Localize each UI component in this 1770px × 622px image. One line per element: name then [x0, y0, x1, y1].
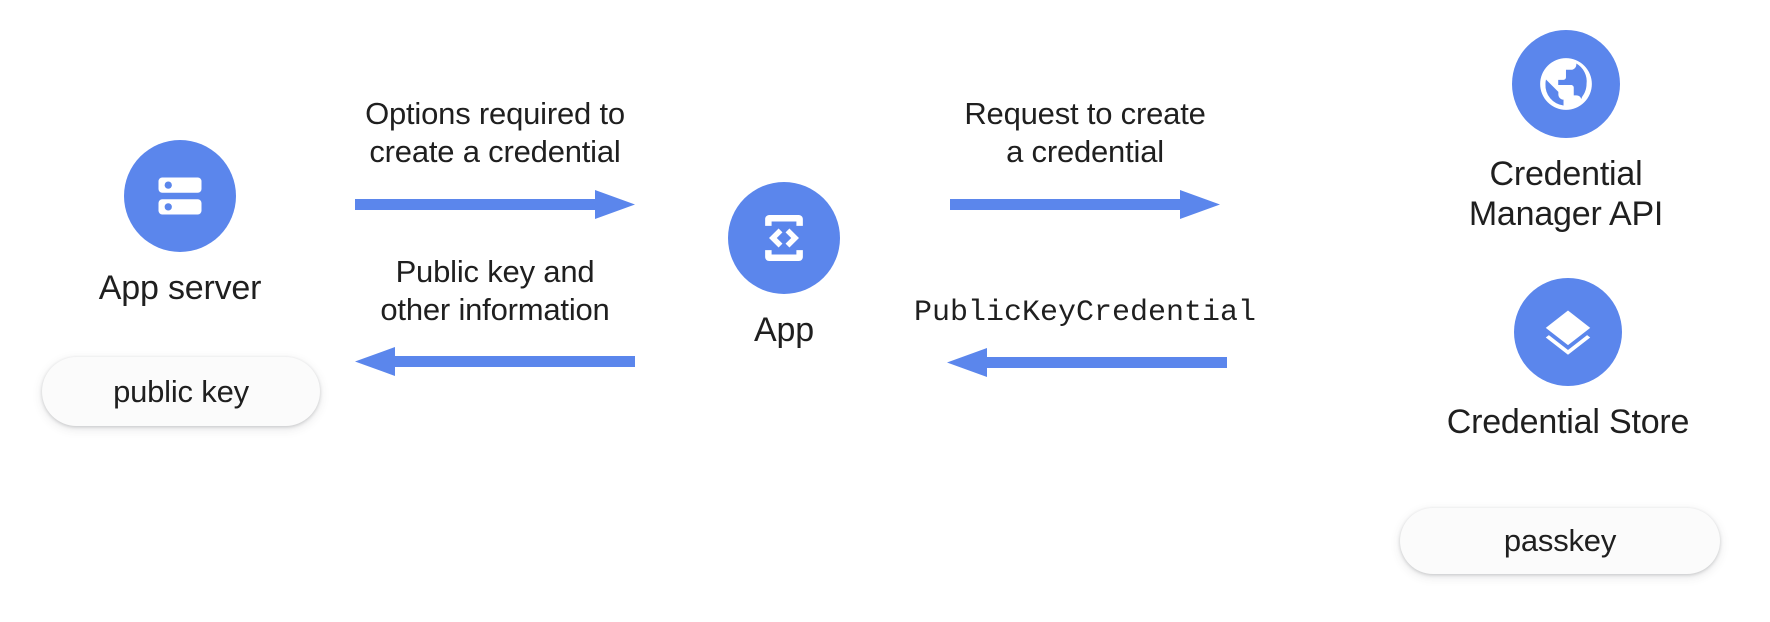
arrow-left-public-key-return: [354, 346, 635, 376]
flow-options-required: Options required to create a credential: [340, 95, 650, 221]
node-label-credential-store: Credential Store: [1446, 403, 1690, 441]
arrow-right-options-required: [355, 189, 635, 219]
flow-request-to-create: Request to create a credential: [930, 95, 1240, 221]
flow-label-publickeycredential: PublicKeyCredential: [913, 296, 1257, 330]
flow-label-public-key-return: Public key and other information: [380, 254, 610, 327]
node-app: App: [720, 182, 848, 350]
arrow-left-publickeycredential: [946, 347, 1227, 377]
node-label-app: App: [754, 311, 814, 349]
flow-publickeycredential-return: PublicKeyCredential: [914, 295, 1256, 379]
app-code-icon: [728, 182, 840, 294]
node-label-credential-manager-api: Credential Manager API: [1468, 155, 1664, 234]
node-credential-manager-api: Credential Manager API: [1430, 30, 1702, 234]
chip-passkey: passkey: [1400, 508, 1720, 574]
node-label-app-server: App server: [98, 269, 262, 307]
flow-label-request-to-create: Request to create a credential: [964, 96, 1206, 169]
node-credential-store: Credential Store: [1438, 278, 1698, 442]
arrow-right-request-to-create: [950, 189, 1220, 219]
chip-public-key-label: public key: [113, 373, 249, 409]
flow-public-key-return: Public key and other information: [345, 253, 645, 378]
server-icon: [124, 140, 236, 252]
node-app-server: App server: [42, 140, 318, 308]
chip-passkey-label: passkey: [1503, 523, 1617, 558]
globe-icon: [1512, 30, 1620, 138]
layers-icon: [1514, 278, 1622, 386]
flow-label-options-required: Options required to create a credential: [365, 96, 625, 169]
chip-public-key: public key: [42, 357, 320, 426]
